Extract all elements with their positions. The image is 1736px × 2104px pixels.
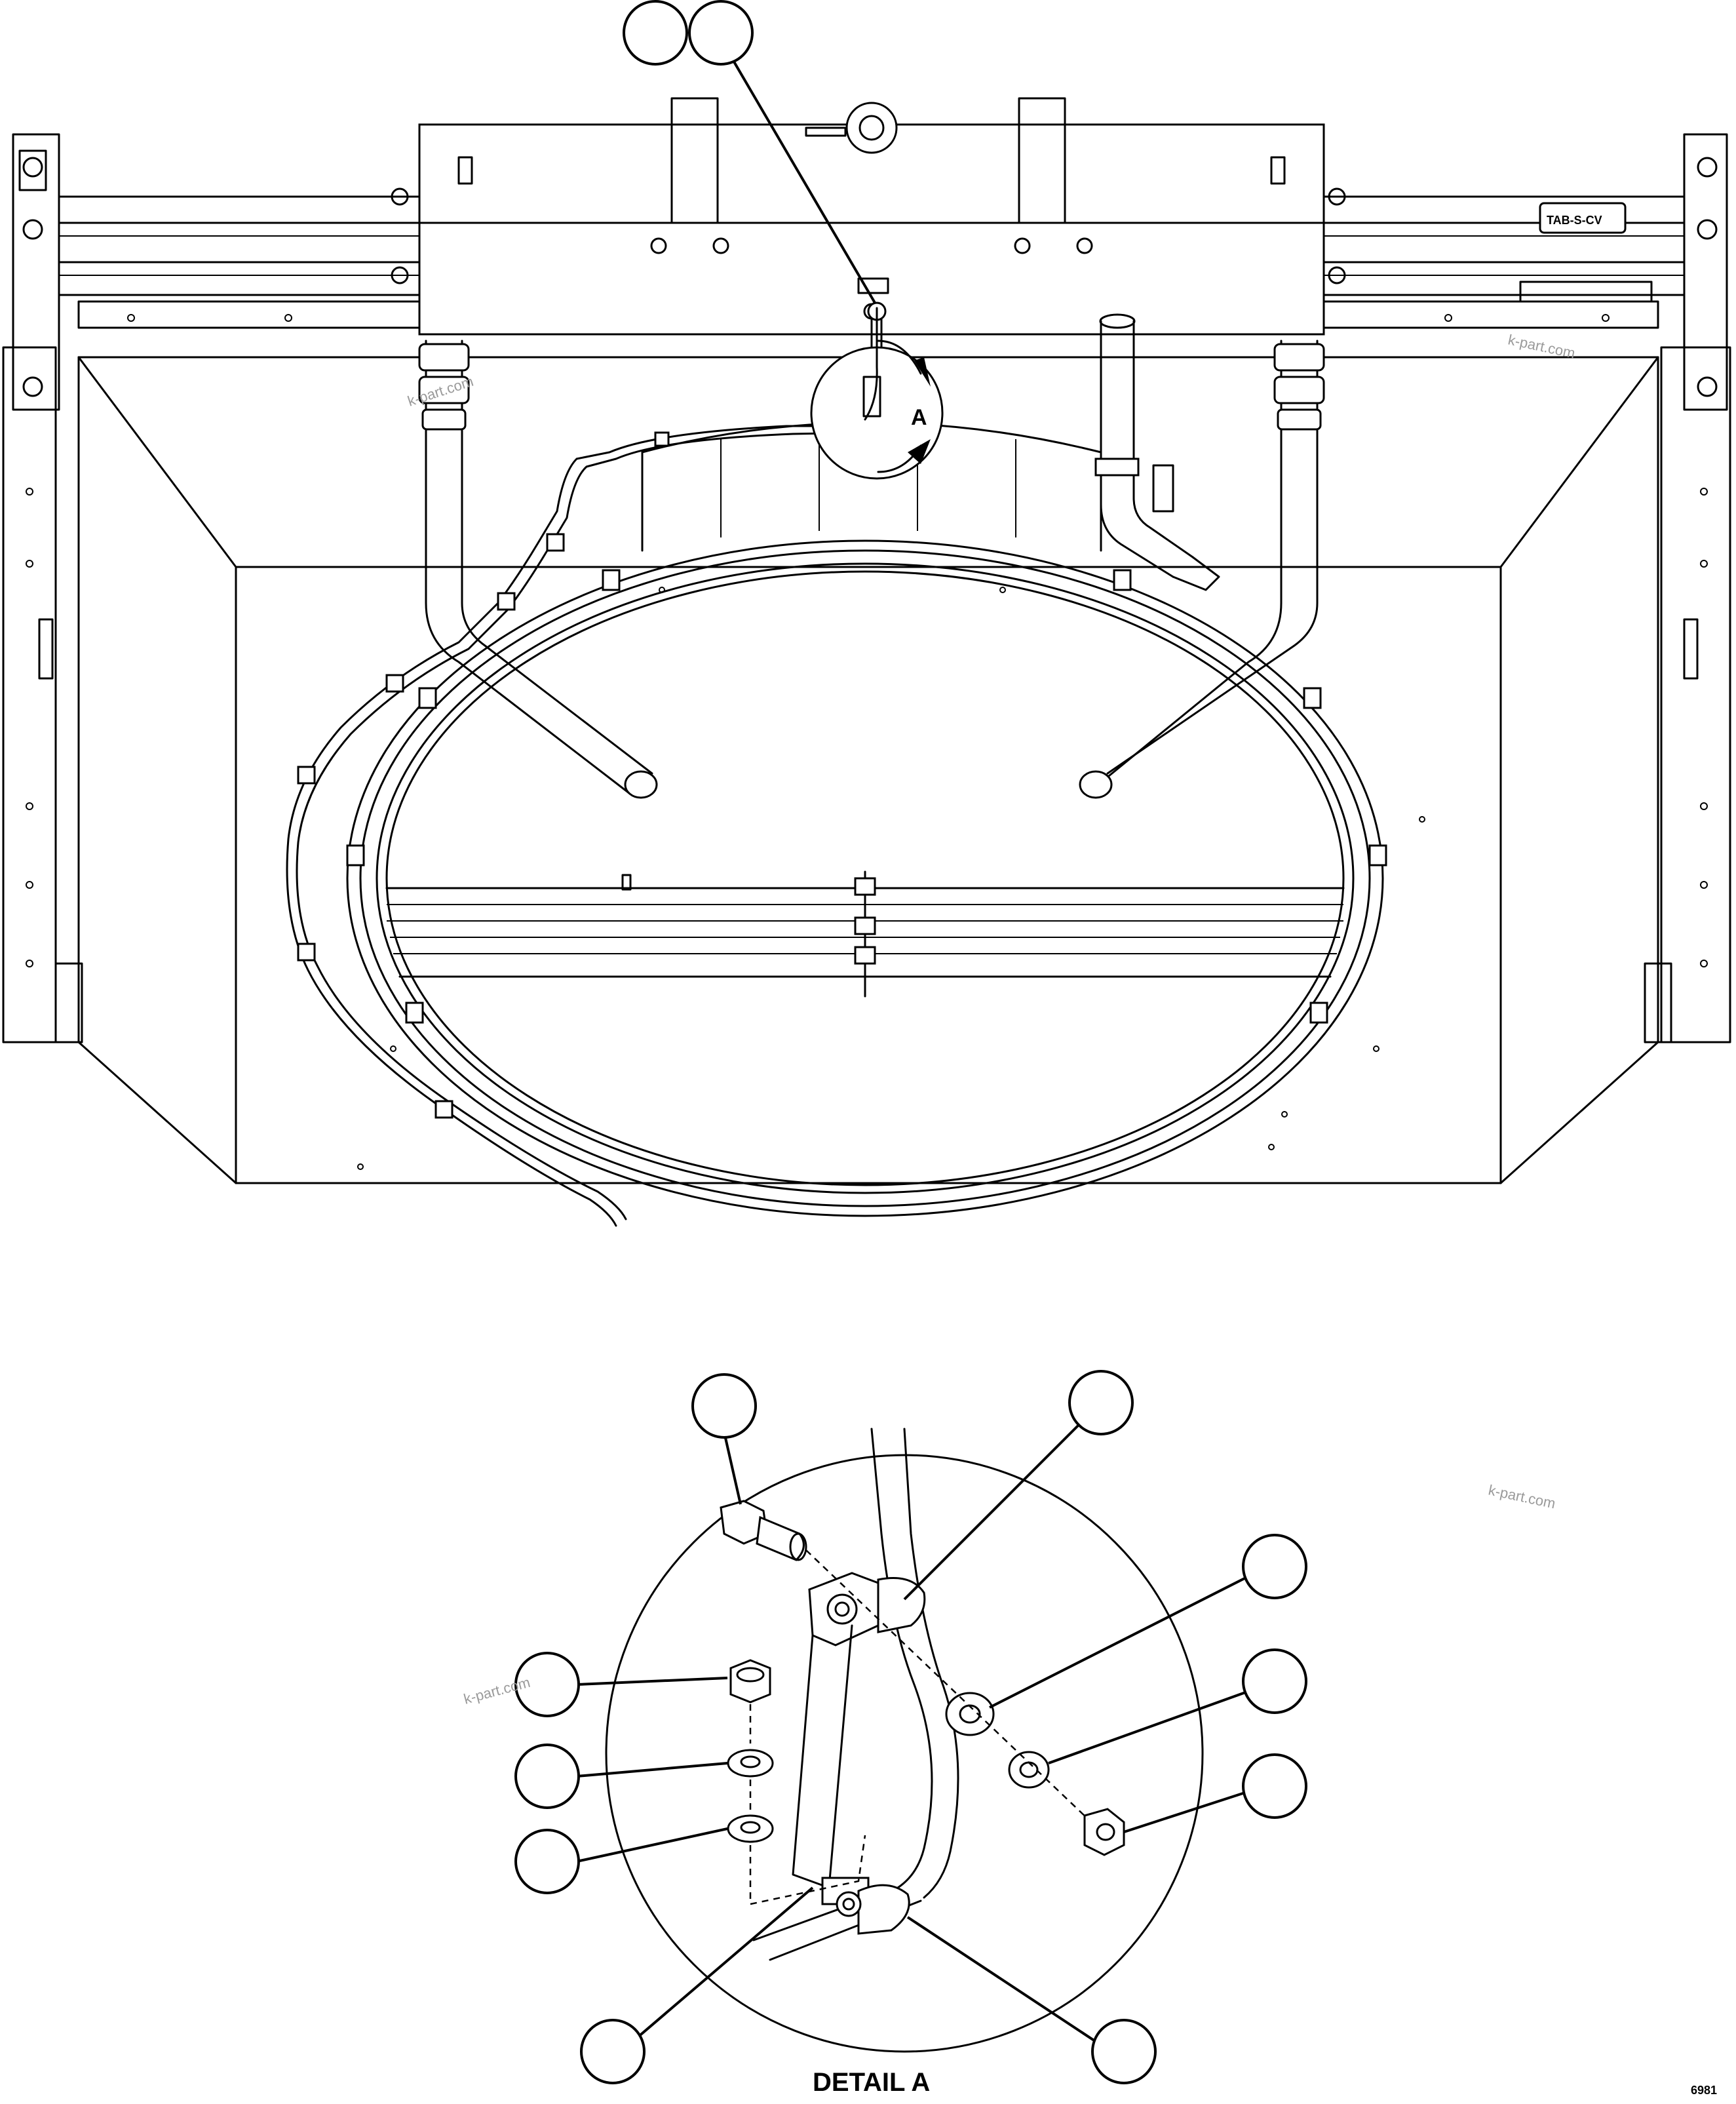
hex-nut-icon — [729, 1659, 771, 1704]
callout-balloon-icon — [514, 1652, 580, 1717]
callout-balloon-icon — [514, 1829, 580, 1894]
callout-balloon-icon — [1242, 1534, 1307, 1599]
main-assembly-view: TAB-S-CV — [2, 0, 1731, 1227]
wire-harness — [286, 302, 887, 1227]
view-direction-arrow-icon — [877, 340, 931, 387]
flat-washer-icon — [727, 1814, 774, 1843]
callout-balloon-icon — [580, 2019, 646, 2084]
hex-bolt-icon — [720, 1500, 807, 1561]
left-hose — [418, 340, 658, 799]
detail-a-view: k-part.com k-part.com DETAIL A 6981 — [462, 1370, 1717, 2097]
drawing-reference: 6981 — [1691, 2084, 1717, 2097]
flat-washer-icon — [1008, 1751, 1050, 1789]
watermark: k-part.com — [1487, 1481, 1557, 1511]
hex-nut-icon — [1083, 1808, 1125, 1856]
view-marker-label: A — [911, 405, 927, 430]
detail-title: DETAIL A — [813, 2068, 930, 2097]
fan-blades — [385, 870, 1345, 998]
callout-balloon-icon — [1068, 1370, 1134, 1435]
callout-balloon-icon — [691, 1373, 757, 1439]
fan-ring — [346, 539, 1387, 1217]
callout-balloon-icon — [514, 1744, 580, 1809]
cap-icon — [805, 102, 898, 154]
detail-a-callout: A — [810, 307, 944, 480]
drain-pipe — [1094, 313, 1220, 591]
view-direction-arrow-icon — [877, 439, 931, 473]
left-frame-column — [2, 133, 83, 1043]
callout-balloon-icon — [1242, 1648, 1307, 1714]
flat-washer-icon — [945, 1692, 995, 1736]
top-callout-balloons — [623, 0, 876, 304]
callout-balloon-icon — [1091, 2019, 1157, 2084]
rail-badge: TAB-S-CV — [1547, 214, 1602, 227]
cable-clamp-icon — [836, 1884, 910, 1935]
right-hose — [1079, 340, 1325, 799]
callout-balloon-icon — [688, 0, 754, 66]
top-housing — [391, 97, 1346, 336]
flat-washer-icon — [727, 1749, 774, 1778]
callout-balloon-icon — [1242, 1753, 1307, 1819]
callout-balloon-icon — [623, 0, 688, 66]
